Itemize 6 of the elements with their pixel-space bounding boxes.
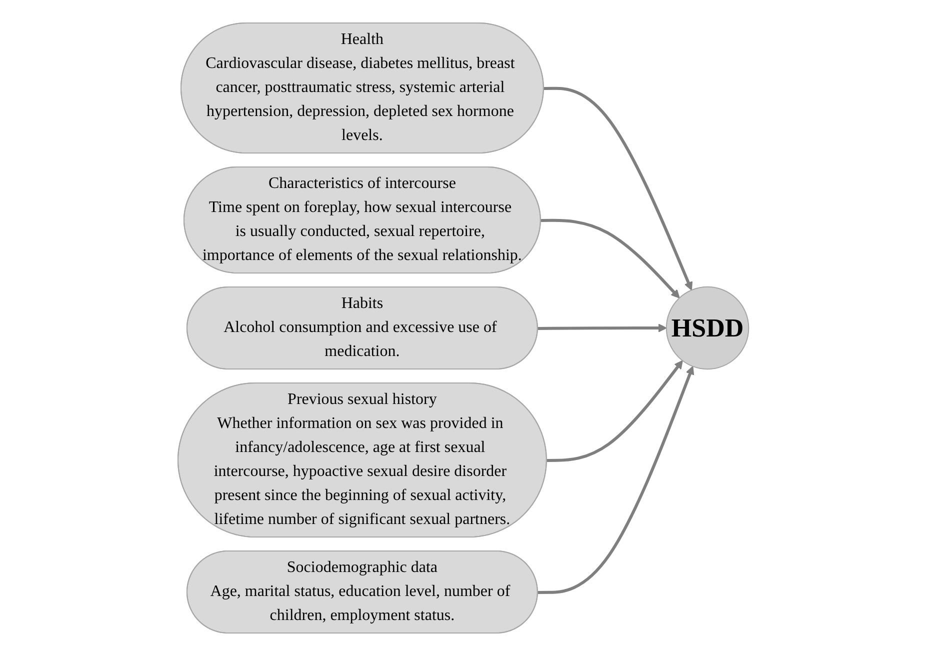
arrow — [538, 366, 694, 594]
arrow — [538, 323, 667, 332]
node-circle: HSDD — [666, 286, 750, 370]
arrow — [544, 86, 693, 290]
arrow — [541, 218, 680, 298]
arrow — [547, 360, 684, 462]
